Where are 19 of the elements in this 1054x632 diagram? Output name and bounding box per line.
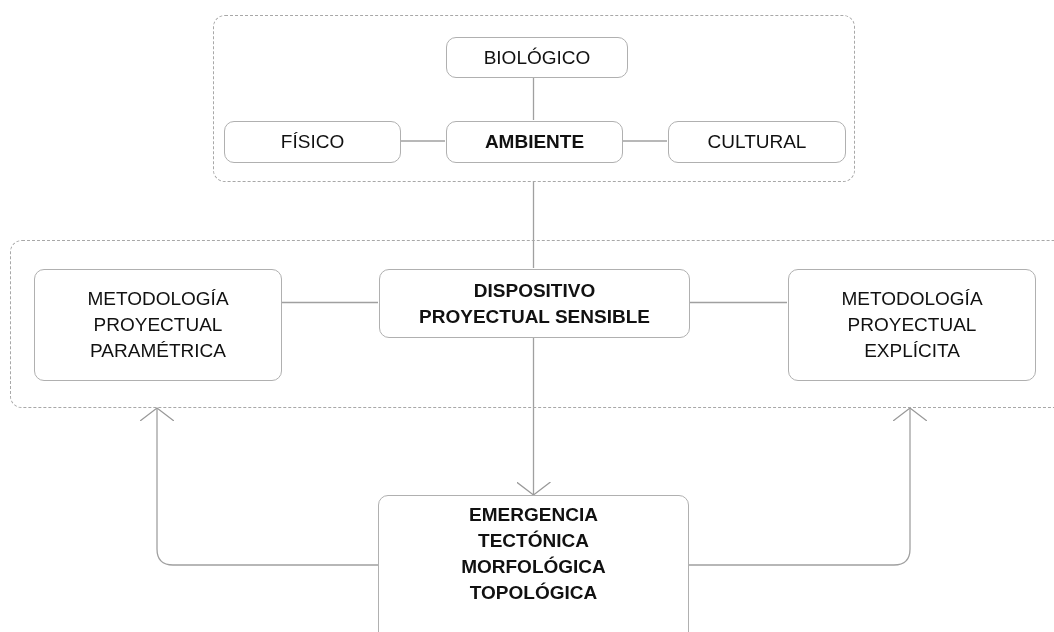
process-box: DISPOSITIVO PROYECTUAL SENSIBLE	[379, 269, 690, 338]
arrow	[688, 407, 928, 566]
process-box: FÍSICO	[224, 121, 401, 163]
process-box: AMBIENTE	[446, 121, 623, 163]
connector-line	[621, 140, 668, 142]
process-box: CULTURAL	[668, 121, 846, 163]
process-box: METODOLOGÍA PROYECTUAL EXPLÍCITA	[788, 269, 1036, 381]
arrow	[515, 336, 552, 496]
arrow	[139, 407, 379, 566]
process-box: EMERGENCIA TECTÓNICA MORFOLÓGICA TOPOLÓGICA	[378, 495, 689, 632]
connector-line	[399, 140, 446, 142]
dashed-group-frame	[213, 15, 855, 182]
connector-line	[688, 301, 788, 304]
connector-line	[280, 301, 379, 304]
connector-line	[532, 76, 535, 121]
connector-line	[532, 181, 535, 269]
process-box: METODOLOGÍA PROYECTUAL PARAMÉTRICA	[34, 269, 282, 381]
dashed-group-frame	[10, 240, 1054, 408]
process-box: BIOLÓGICO	[446, 37, 628, 78]
